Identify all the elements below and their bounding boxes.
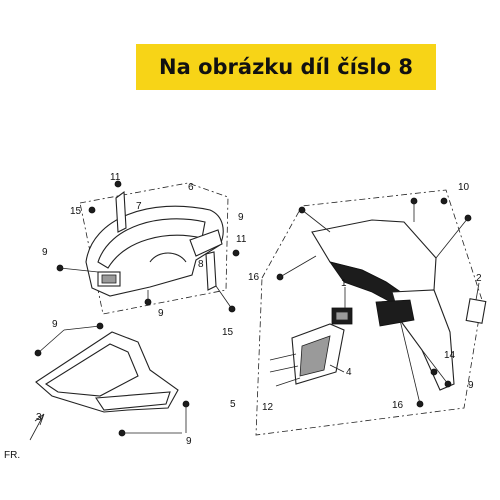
callout-16b: 16	[392, 400, 404, 411]
plate-light-lens	[335, 311, 349, 321]
callout-9g: 9	[238, 212, 244, 223]
callout-10: 10	[458, 182, 470, 193]
callout-9b: 9	[158, 308, 164, 319]
callout-8: 8	[198, 259, 204, 270]
lower-cover-rail	[95, 391, 171, 411]
part-banner: Na obrázku díl číslo 8	[136, 44, 436, 90]
callout-3: 3	[36, 412, 42, 423]
callout-9a: 9	[42, 247, 48, 258]
plate-bracket-shadow	[375, 299, 415, 327]
callout-5: 5	[230, 399, 236, 410]
reflector-2	[465, 298, 487, 324]
bolt-14	[430, 368, 438, 376]
callout-9f: 9	[186, 436, 192, 447]
bolt-15a	[88, 206, 96, 214]
bracket-7	[115, 190, 127, 233]
bracket-8	[205, 251, 217, 291]
lower-cover-group	[29, 322, 190, 441]
fender-boundary	[79, 182, 229, 315]
fender-inner-rib	[97, 218, 206, 269]
callout-9h: 9	[468, 380, 474, 391]
callout-11a: 11	[110, 172, 121, 183]
callout-12: 12	[262, 402, 274, 413]
callouts: 1 2 3 4 5 6 7 8 9 9 9 9 9 9 10 11 11 12 …	[4, 172, 482, 461]
callout-2: 2	[476, 273, 482, 284]
callout-15a: 15	[70, 206, 82, 217]
callout-9d: 9	[52, 319, 58, 330]
callout-16a: 16	[248, 272, 260, 283]
callout-14: 14	[444, 350, 456, 361]
callout-1: 1	[341, 278, 347, 289]
bolt-11a	[114, 180, 122, 188]
bolt-11b	[232, 249, 240, 257]
callout-6: 6	[188, 182, 194, 193]
banner-text: Na obrázku díl číslo 8	[159, 55, 413, 79]
fender-mount-insert	[101, 274, 117, 284]
fender-wheel-arch	[149, 252, 187, 263]
light-bracket-4-inner	[299, 335, 331, 377]
callout-11b: 11	[236, 234, 247, 245]
callout-4: 4	[346, 367, 352, 378]
lower-cover-inner	[44, 343, 139, 397]
plate-holder-group	[255, 189, 487, 436]
direction-label: FR.	[4, 450, 20, 461]
callout-7: 7	[136, 201, 142, 212]
plate-boundary	[255, 189, 483, 436]
fender-tip	[189, 229, 223, 257]
bolt-10b	[440, 197, 448, 205]
front-arrow	[29, 413, 45, 441]
fender-group	[56, 180, 240, 315]
callout-15b: 15	[222, 327, 234, 338]
